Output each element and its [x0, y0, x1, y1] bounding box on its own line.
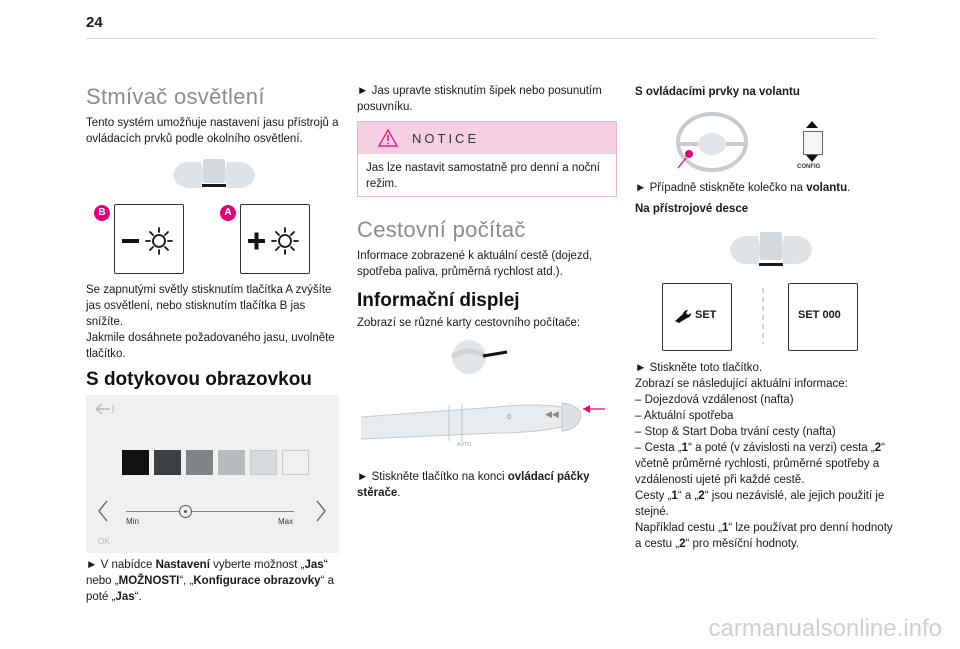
- dashboard-subheading: Na přístrojové desce: [635, 203, 749, 215]
- set-000-label: SET 000: [798, 309, 841, 321]
- back-arrow-icon[interactable]: [94, 403, 114, 415]
- touchscreen-instruction: ► V nabídce Nastavení vyberte možnost „J…: [86, 559, 334, 603]
- set-000-button[interactable]: SET 000: [788, 283, 858, 351]
- warning-triangle-icon: [378, 129, 398, 147]
- section-title-info-display: Informační displej: [357, 290, 520, 311]
- slider-max-label: Max: [278, 517, 294, 526]
- section-title-touchscreen: S dotykovou obrazovkou: [86, 369, 312, 390]
- dimmer-up-button[interactable]: [240, 204, 310, 274]
- dimmer-paragraph-1: Se zapnutými světly stisknutím tlačítka …: [86, 284, 332, 328]
- config-scroll-wheel[interactable]: [803, 131, 823, 155]
- slider-right-arrow-icon[interactable]: [314, 499, 328, 523]
- label-b-badge: B: [94, 205, 110, 221]
- brightness-swatch[interactable]: [154, 450, 181, 475]
- slider-instruction: ► Jas upravte stisknutím šipek nebo posu…: [357, 85, 602, 113]
- set-button[interactable]: SET: [662, 283, 732, 351]
- arrow-down-icon: [806, 155, 818, 162]
- notice-header: NOTICE: [358, 122, 616, 154]
- wrench-icon: [675, 310, 691, 323]
- brightness-swatch[interactable]: [122, 450, 149, 475]
- plus-brightness-icon: [248, 227, 299, 255]
- notice-box: NOTICE Jas lze nastavit samostatně pro d…: [357, 121, 617, 197]
- instrument-panel-icon: [730, 232, 812, 266]
- svg-text:0: 0: [507, 413, 511, 421]
- trip-info-line: Například cestu „1“ lze používat pro den…: [635, 522, 893, 550]
- wiper-instruction: ► Stiskněte tlačítko na konci ovládací p…: [357, 471, 590, 499]
- header-rule: [86, 38, 876, 39]
- notice-title: NOTICE: [412, 131, 480, 146]
- label-a-badge: A: [220, 205, 236, 221]
- dimmer-intro: Tento systém umožňuje nastavení jasu pří…: [86, 117, 339, 145]
- brightness-slider-thumb[interactable]: [179, 505, 192, 518]
- slider-min-label: Min: [126, 517, 139, 526]
- brightness-swatch[interactable]: [282, 450, 309, 475]
- svg-text:◀◀: ◀◀: [545, 410, 559, 420]
- brightness-swatch[interactable]: [250, 450, 277, 475]
- trip-info-text: ► Stiskněte toto tlačítko. Zobrazí se ná…: [635, 360, 897, 552]
- dimmer-down-button[interactable]: [114, 204, 184, 274]
- steering-instruction: ► Případně stiskněte kolečko na volantu.: [635, 182, 851, 194]
- section-title-dimmer: Stmívač osvětlení: [86, 84, 265, 109]
- trip-info-line: ► Stiskněte toto tlačítko.: [635, 362, 763, 374]
- trip-info-line: – Stop & Start Doba trvání cesty (nafta): [635, 426, 836, 438]
- svg-text:AUTO: AUTO: [457, 442, 471, 448]
- watermark: carmanualsonline.info: [708, 615, 942, 642]
- brightness-swatch[interactable]: [218, 450, 245, 475]
- slider-left-arrow-icon[interactable]: [96, 499, 110, 523]
- config-label: CONFIG: [797, 164, 821, 170]
- arrow-up-icon: [806, 121, 818, 128]
- trip-computer-intro: Informace zobrazené k aktuální cestě (do…: [357, 250, 593, 278]
- touchscreen-brightness-panel: Min Max OK: [86, 395, 339, 553]
- notice-text: Jas lze nastavit samostatně pro denní a …: [366, 162, 600, 190]
- steering-wheel-icon: [676, 112, 748, 172]
- brightness-swatch[interactable]: [186, 450, 213, 475]
- trip-info-line: – Aktuální spotřeba: [635, 410, 734, 422]
- dimmer-paragraph-2: Jakmile dosáhnete požadovaného jasu, uvo…: [86, 332, 335, 360]
- wiper-stalk-icon: 0 ◀◀ AUTO: [360, 340, 605, 448]
- minus-brightness-icon: [122, 227, 173, 255]
- page-number: 24: [86, 14, 103, 31]
- ok-button[interactable]: OK: [98, 537, 110, 546]
- steering-wheel-subheading: S ovládacími prvky na volantu: [635, 86, 800, 98]
- trip-info-line: Cesty „1“ a „2“ jsou nezávislé, ale jeji…: [635, 490, 885, 518]
- trip-info-line: – Dojezdová vzdálenost (nafta): [635, 394, 794, 406]
- dashboard-thumbnail-icon: [173, 159, 255, 188]
- set-label: SET: [695, 309, 717, 321]
- section-title-trip-computer: Cestovní počítač: [357, 217, 526, 242]
- dashed-divider: [762, 288, 764, 344]
- trip-info-line: – Cesta „1“ a poté (v závislosti na verz…: [635, 442, 885, 486]
- brightness-slider-track[interactable]: [126, 511, 294, 512]
- info-display-intro: Zobrazí se různé karty cestovního počíta…: [357, 317, 581, 329]
- dimmer-paragraph: Se zapnutými světly stisknutím tlačítka …: [86, 282, 344, 362]
- trip-info-line: Zobrazí se následující aktuální informac…: [635, 378, 848, 390]
